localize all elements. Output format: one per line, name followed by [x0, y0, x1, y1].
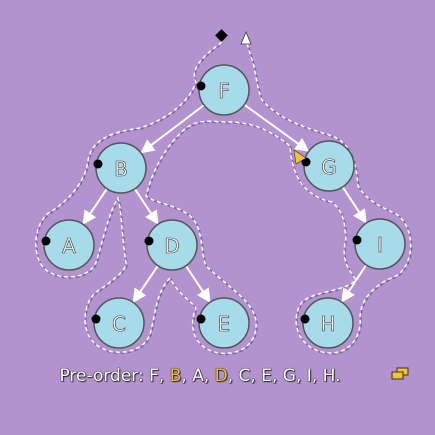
caption-prefix: Pre-order: [59, 366, 150, 386]
edge-D-E [185, 265, 211, 303]
overlapping-squares-icon [391, 367, 409, 380]
visit-dot-I [352, 235, 362, 245]
caption-separator: , [181, 366, 193, 386]
caption-item-G: G [282, 366, 296, 386]
visit-dot-C [91, 314, 101, 324]
visit-dot-D [144, 236, 154, 246]
caption-item-F: F [149, 366, 159, 386]
node-I: I [354, 218, 406, 270]
node-label: I [377, 233, 383, 257]
visit-dot-E [196, 314, 206, 324]
node-F: F [198, 64, 250, 116]
caption-separator: , [203, 366, 215, 386]
node-label: H [320, 312, 335, 336]
node-label: F [218, 79, 230, 103]
traversal-caption: Pre-order: F, B, A, D, C, E, G, I, H. [0, 366, 400, 386]
caption-separator: , [158, 366, 170, 386]
current-step-pointer [293, 149, 307, 165]
traversal-outline [35, 39, 413, 355]
caption-separator: , [271, 366, 283, 386]
edge-F-B [140, 104, 205, 154]
caption-item-B: B [169, 366, 182, 386]
node-G: G [303, 140, 355, 192]
caption-item-A: A [192, 366, 204, 386]
visit-dot-B [93, 159, 103, 169]
caption-separator: . [335, 366, 341, 386]
node-label: E [218, 312, 231, 336]
caption-item-E: E [261, 366, 272, 386]
caption-separator: , [227, 366, 239, 386]
tree-edges [82, 103, 368, 303]
caption-item-C: C [238, 366, 251, 386]
node-H: H [302, 297, 354, 349]
node-label: D [164, 234, 179, 258]
caption-item-H: H [322, 366, 336, 386]
edge-B-A [82, 188, 108, 225]
caption-separator: , [295, 366, 307, 386]
caption-item-I: I [306, 366, 312, 386]
edge-I-H [341, 264, 368, 303]
traversal-path-shadow [36, 40, 413, 355]
caption-separator: , [250, 366, 262, 386]
visit-dot-F [196, 81, 206, 91]
node-label: C [112, 312, 126, 336]
node-B: B [95, 142, 147, 194]
node-C: C [93, 297, 145, 349]
visit-dot-A [41, 236, 51, 246]
node-label: A [62, 234, 76, 258]
node-A: A [43, 219, 95, 271]
node-D: D [146, 219, 198, 271]
caption-item-D: D [214, 366, 228, 386]
edge-B-D [133, 188, 159, 225]
tree-nodes: F B G A D I C E H [43, 64, 406, 349]
caption-separator: , [311, 366, 323, 386]
visit-dot-H [300, 314, 310, 324]
edge-F-G [243, 103, 310, 152]
edge-D-C [132, 265, 159, 303]
node-label: G [321, 155, 337, 179]
traversal-markers [41, 29, 362, 324]
edge-G-I [341, 186, 367, 224]
diamond-start-icon [215, 29, 228, 42]
arrow-end-icon [240, 30, 252, 45]
node-label: B [114, 157, 128, 181]
node-E: E [198, 297, 250, 349]
visit-dot-G [301, 157, 311, 167]
